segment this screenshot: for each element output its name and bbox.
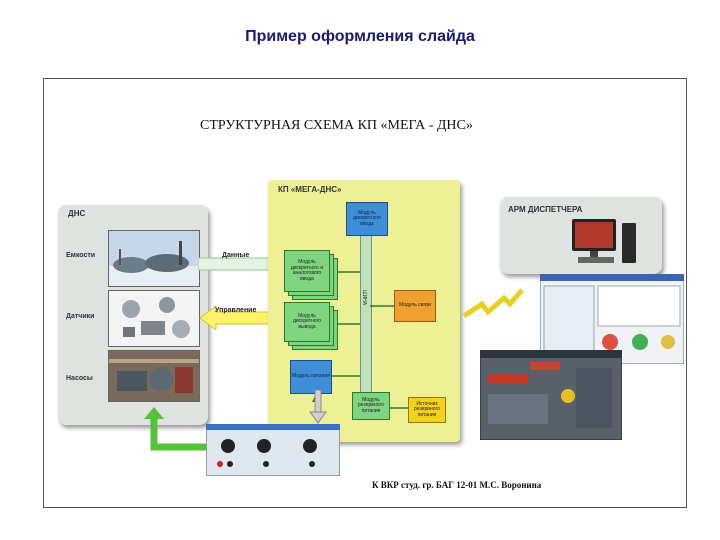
module-ups: Модуль резервного питания — [352, 392, 390, 420]
kp-connectors — [312, 271, 408, 409]
control-panel-device — [206, 424, 340, 476]
sensors-photo — [108, 290, 200, 347]
dns-row-sensors: Датчики — [66, 313, 95, 320]
tanks-photo — [108, 230, 200, 287]
control-arrow-label: Управление — [215, 307, 257, 314]
computer-icon — [572, 219, 636, 263]
dns-row-tanks: Емкости — [66, 252, 96, 259]
module-analog-input: Модуль дискретного и аналогового ввода — [284, 250, 330, 292]
scheme-title: СТРУКТУРНАЯ СХЕМА КП «МЕГА - ДНС» — [200, 118, 473, 133]
bus-label: ШИНА — [361, 290, 367, 306]
slide-frame — [43, 78, 687, 508]
software-screenshot-2 — [480, 350, 622, 440]
arm-panel-title: АРМ ДИСПЕТЧЕРА — [508, 205, 583, 214]
module-power: Модуль питания — [290, 360, 332, 394]
module-discrete-input: Модуль дискретного ввода — [346, 202, 388, 236]
dns-panel-title: ДНС — [68, 209, 86, 218]
module-backup-source: Источник резервного питания — [408, 397, 446, 423]
dns-row-pumps: Насосы — [66, 375, 93, 382]
radio-link-icon — [462, 288, 524, 319]
software-screenshot-1 — [540, 274, 684, 364]
power-down-arrow — [309, 390, 327, 424]
pumps-photo — [108, 350, 200, 402]
arm-panel: АРМ ДИСПЕТЧЕРА — [500, 197, 662, 274]
data-arrow-label: Данные — [222, 252, 250, 259]
credit-line: К ВКР студ. гр. БАГ 12-01 М.С. Воронина — [372, 480, 542, 490]
kp-panel-title: КП «МЕГА-ДНС» — [278, 185, 342, 194]
module-link: Модуль связи — [394, 290, 436, 322]
feedback-arrow — [144, 407, 206, 451]
dns-panel: ДНС Емкости Датчики Насосы — [58, 205, 208, 425]
slide-title: Пример оформления слайда — [245, 28, 475, 45]
module-discrete-output: Модуль дискретного вывода — [284, 302, 330, 342]
kp-panel: КП «МЕГА-ДНС» ШИНА Модуль дискретного вв… — [268, 180, 460, 442]
